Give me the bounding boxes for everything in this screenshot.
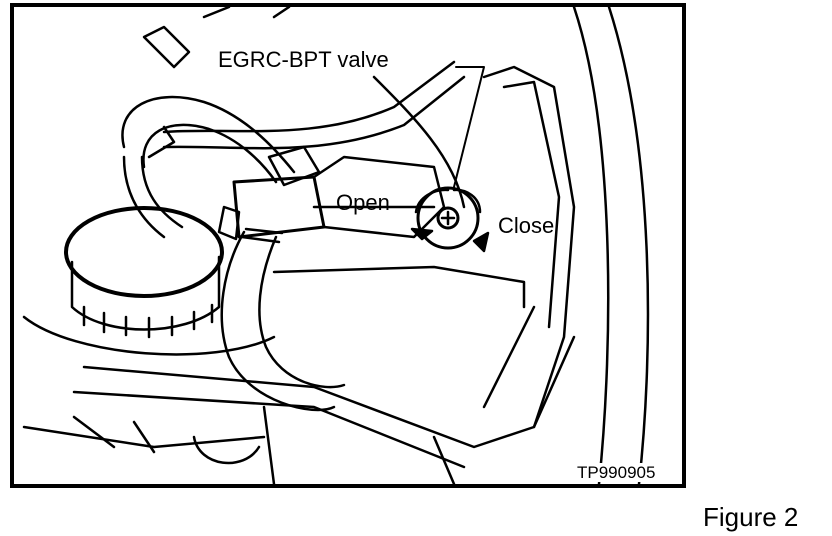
figure-code: TP990905 bbox=[574, 463, 659, 482]
large-hose bbox=[220, 227, 346, 412]
open-direction-label: Open bbox=[336, 190, 390, 215]
figure-caption: Figure 2 bbox=[703, 502, 799, 532]
lower-tray bbox=[22, 265, 576, 484]
illustration-frame: EGRC-BPT valve Open Close TP990905 bbox=[10, 3, 686, 488]
vacuum-lines bbox=[122, 60, 466, 239]
close-direction-label: Close bbox=[498, 213, 555, 238]
adjuster-screw bbox=[410, 186, 490, 253]
upper-hose bbox=[121, 95, 296, 184]
callout-leader bbox=[453, 66, 485, 188]
callout-egrc-bpt-valve: EGRC-BPT valve bbox=[212, 47, 395, 74]
valve-body bbox=[217, 145, 446, 241]
upper-bracket bbox=[142, 7, 466, 209]
engine-bay-line-drawing bbox=[22, 7, 650, 484]
reservoir-cap bbox=[22, 206, 276, 356]
fender-panel bbox=[482, 7, 650, 484]
